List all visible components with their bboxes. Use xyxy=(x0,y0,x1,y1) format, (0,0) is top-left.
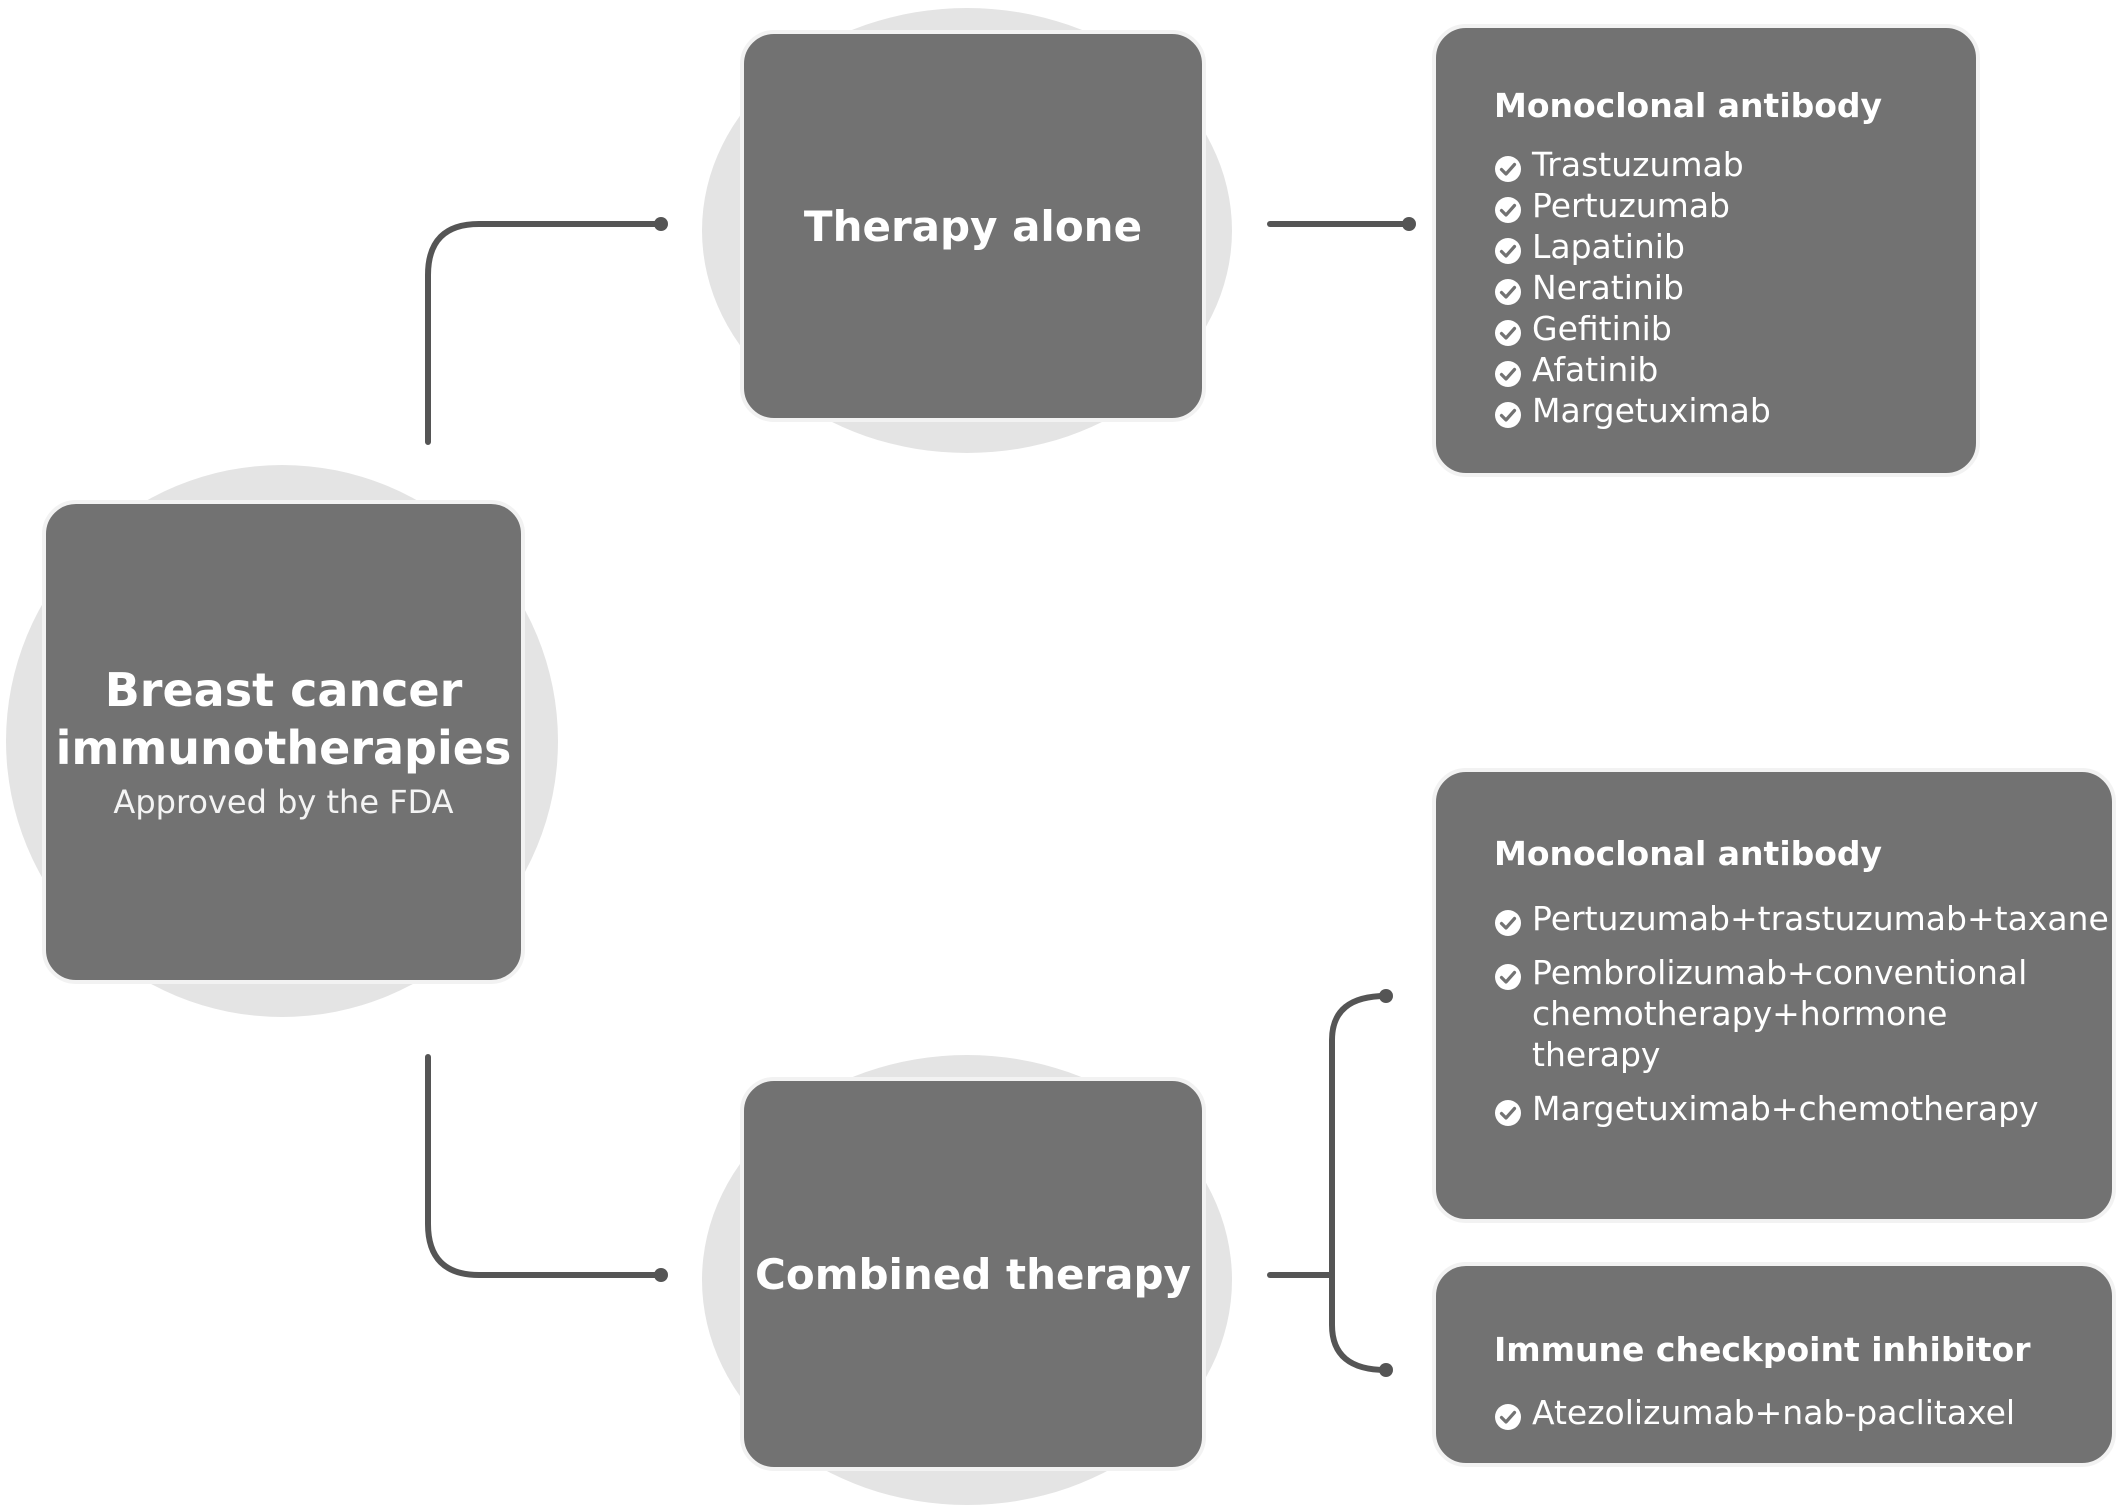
list-item-text: Pertuzumab xyxy=(1532,186,1730,225)
combined-ici-panel: Immune checkpoint inhibitor Atezolizumab… xyxy=(1432,1262,2116,1467)
connector-dot xyxy=(1379,1363,1393,1377)
list-item-text: Margetuximab xyxy=(1532,391,1771,430)
check-circle-icon xyxy=(1494,274,1522,305)
therapy-alone-node: Therapy alone xyxy=(740,30,1206,422)
alone-mab-heading: Monoclonal antibody xyxy=(1494,86,1883,125)
list-item: Trastuzumab xyxy=(1494,144,1956,185)
list-item-text: Gefitinib xyxy=(1532,309,1672,348)
list-item-text: Neratinib xyxy=(1532,268,1684,307)
connector-root-to-combined xyxy=(425,1054,662,1278)
list-item: Margetuximab+chemotherapy xyxy=(1494,1088,2092,1129)
connector-dot xyxy=(654,1268,668,1282)
combined-mab-heading: Monoclonal antibody xyxy=(1494,834,1883,873)
combined-ici-list: Atezolizumab+nab-paclitaxel xyxy=(1494,1392,2092,1433)
check-circle-icon xyxy=(1494,315,1522,346)
list-item: Margetuximab xyxy=(1494,390,1956,431)
check-circle-icon xyxy=(1494,1095,1522,1126)
list-item: Neratinib xyxy=(1494,267,1956,308)
check-circle-icon xyxy=(1494,192,1522,223)
connector-dot xyxy=(654,217,668,231)
root-title-line2: immunotherapies xyxy=(55,721,512,775)
root-node: Breast cancer immunotherapies Approved b… xyxy=(42,500,525,984)
connector-root-to-alone xyxy=(425,221,662,445)
list-item-text: Pertuzumab+trastuzumab+taxane xyxy=(1532,899,2109,938)
list-item-text: Afatinib xyxy=(1532,350,1659,389)
check-circle-icon xyxy=(1494,233,1522,264)
list-item: Pertuzumab+trastuzumab+taxane xyxy=(1494,898,2109,939)
combined-mab-panel: Monoclonal antibody Pertuzumab+trastuzum… xyxy=(1432,768,2116,1223)
check-circle-icon xyxy=(1494,905,1522,936)
root-subtitle: Approved by the FDA xyxy=(113,783,454,821)
alone-mab-panel: Monoclonal antibody Trastuzumab Pertuzum… xyxy=(1432,24,1980,477)
list-item: Pertuzumab xyxy=(1494,185,1956,226)
combined-mab-list: Pertuzumab+trastuzumab+taxane Pembrolizu… xyxy=(1494,898,2109,1129)
list-item: Pembrolizumab+conventional chemotherapy+… xyxy=(1494,952,2092,1075)
connector-combined-bracket xyxy=(1329,993,1389,1373)
list-item-text: Trastuzumab xyxy=(1532,145,1744,184)
list-item: Lapatinib xyxy=(1494,226,1956,267)
connector-dot xyxy=(1379,989,1393,1003)
check-circle-icon xyxy=(1494,397,1522,428)
root-title-line1: Breast cancer xyxy=(104,663,463,717)
list-item-text: Lapatinib xyxy=(1532,227,1685,266)
list-item: Afatinib xyxy=(1494,349,1956,390)
list-item: Atezolizumab+nab-paclitaxel xyxy=(1494,1392,2092,1433)
combined-ici-heading: Immune checkpoint inhibitor xyxy=(1494,1330,2031,1369)
check-circle-icon xyxy=(1494,1399,1522,1430)
therapy-alone-label: Therapy alone xyxy=(803,201,1143,251)
check-circle-icon xyxy=(1494,151,1522,182)
alone-mab-list: Trastuzumab Pertuzumab Lapatinib Neratin… xyxy=(1494,144,1956,431)
list-item-text: Pembrolizumab+conventional chemotherapy+… xyxy=(1532,953,2028,1074)
combined-therapy-node: Combined therapy xyxy=(740,1077,1206,1471)
check-circle-icon xyxy=(1494,356,1522,387)
list-item-text: Margetuximab+chemotherapy xyxy=(1532,1089,2039,1128)
check-circle-icon xyxy=(1494,959,1522,990)
connector-dot xyxy=(1402,217,1416,231)
list-item: Gefitinib xyxy=(1494,308,1956,349)
combined-therapy-label: Combined therapy xyxy=(755,1249,1191,1299)
list-item-text: Atezolizumab+nab-paclitaxel xyxy=(1532,1393,2016,1432)
